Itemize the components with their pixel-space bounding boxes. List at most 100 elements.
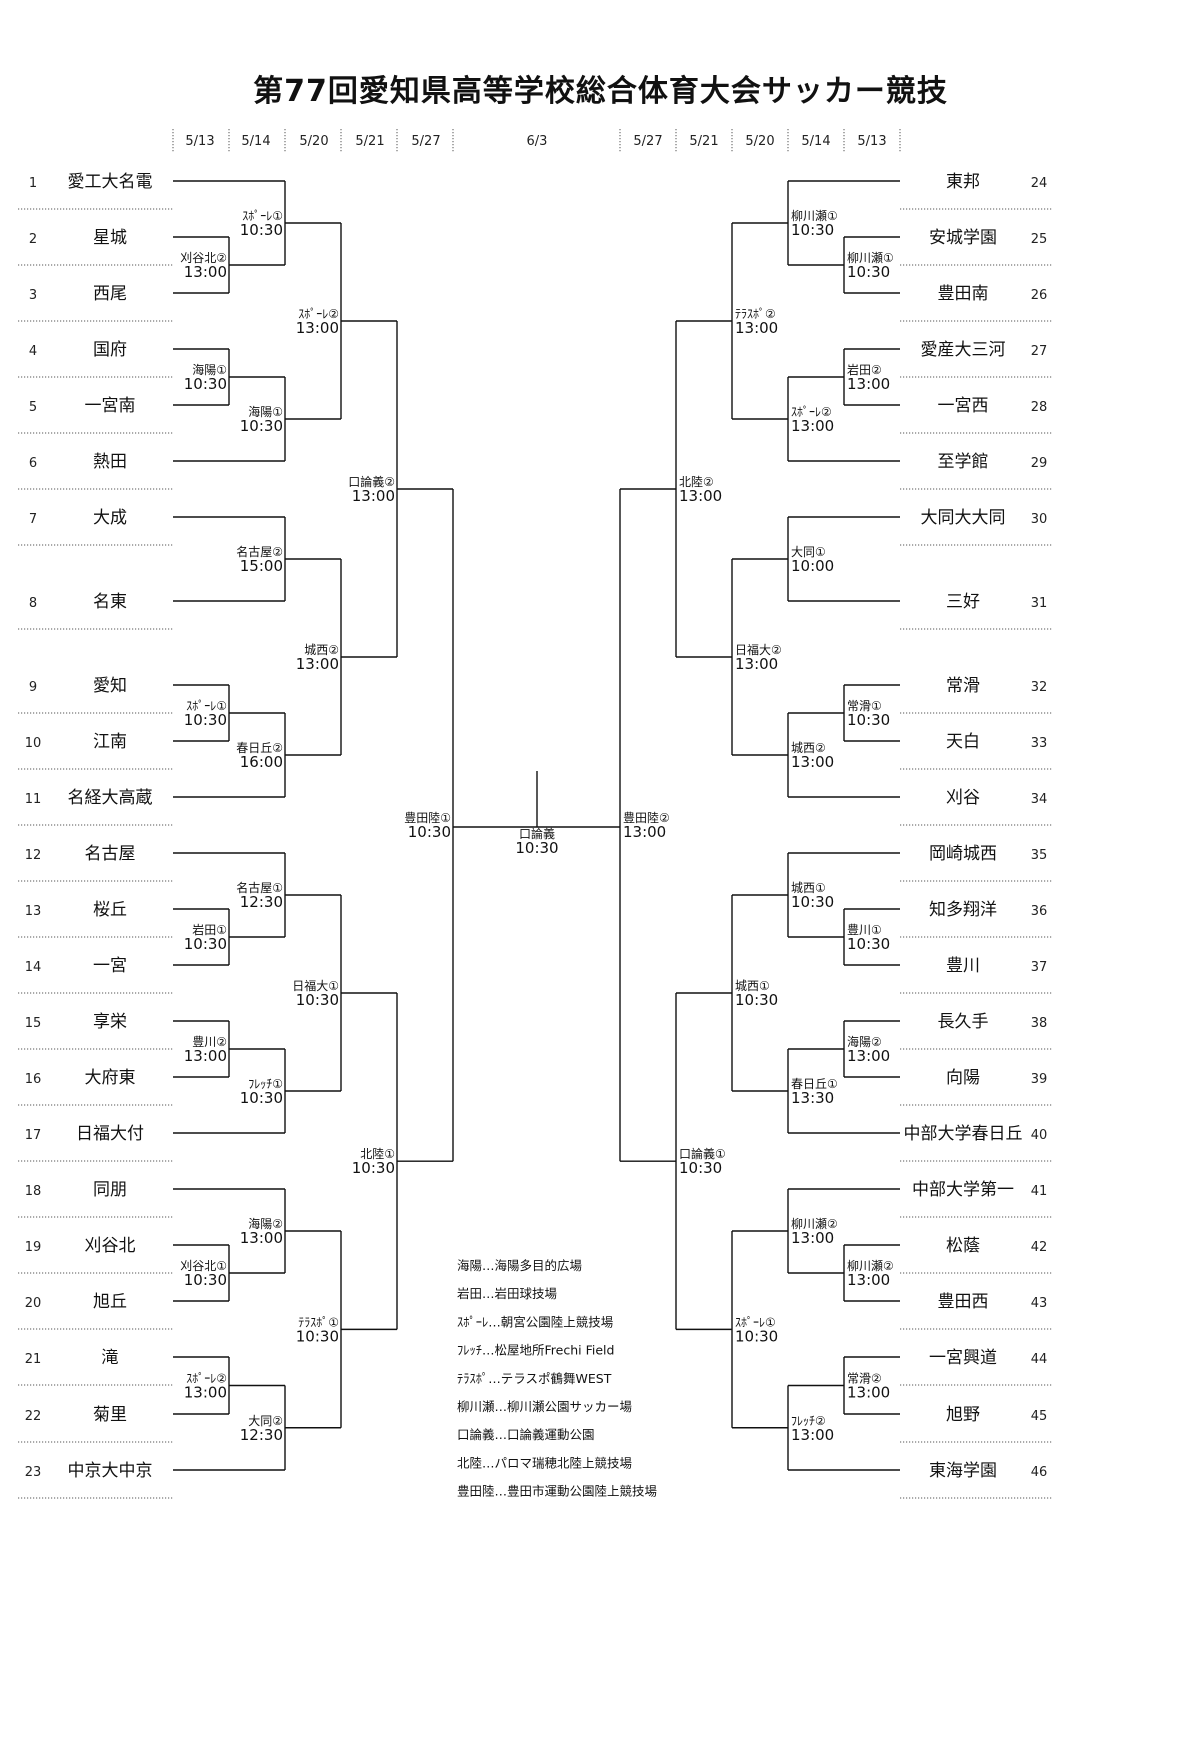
team-number: 36 xyxy=(1031,904,1048,919)
match-time: 10:30 xyxy=(679,1159,722,1177)
match-time: 16:00 xyxy=(240,753,283,771)
team-number: 44 xyxy=(1031,1352,1048,1367)
team-number: 7 xyxy=(29,512,37,527)
match-time: 13:00 xyxy=(791,1229,834,1247)
team-name: 三好 xyxy=(946,592,980,612)
team-name: 旭野 xyxy=(946,1405,980,1425)
date-label: 5/13 xyxy=(185,134,214,149)
match-time: 13:00 xyxy=(847,375,890,393)
team-number: 20 xyxy=(25,1296,42,1311)
team-name: 西尾 xyxy=(93,284,127,304)
team-number: 19 xyxy=(25,1240,42,1255)
match-venue: 柳川瀬② xyxy=(847,1259,894,1273)
match-time: 10:30 xyxy=(184,1271,227,1289)
match-time: 12:30 xyxy=(240,1426,283,1444)
match-time: 13:00 xyxy=(184,263,227,281)
team-number: 5 xyxy=(29,400,37,415)
team-number: 9 xyxy=(29,680,37,695)
team-name: 菊里 xyxy=(93,1405,127,1425)
date-label: 5/20 xyxy=(299,134,328,149)
match-time: 15:00 xyxy=(240,557,283,575)
match-venue: ｽﾎﾟｰﾚ② xyxy=(186,1372,227,1386)
match-venue: 海陽① xyxy=(192,362,227,377)
team-name: 豊田西 xyxy=(938,1292,989,1312)
team-number: 35 xyxy=(1031,848,1048,863)
match-venue: ｽﾎﾟｰﾚ① xyxy=(242,209,283,223)
team-name: 名経大高蔵 xyxy=(68,788,153,808)
match-time: 13:00 xyxy=(184,1384,227,1402)
match-time: 13:00 xyxy=(791,417,834,435)
match-venue: ｽﾎﾟｰﾚ① xyxy=(735,1315,776,1329)
team-number: 23 xyxy=(25,1465,42,1480)
team-number: 43 xyxy=(1031,1296,1048,1311)
team-name: 一宮西 xyxy=(938,396,989,416)
team-name: 常滑 xyxy=(946,676,980,696)
team-number: 28 xyxy=(1031,400,1048,415)
team-name: 愛産大三河 xyxy=(921,340,1006,360)
match-venue: 海陽② xyxy=(248,1216,283,1231)
match-venue: 刈谷北① xyxy=(180,1259,227,1273)
team-number: 27 xyxy=(1031,344,1048,359)
match-venue: 日福大② xyxy=(735,642,782,657)
match-venue: 岩田② xyxy=(847,362,882,377)
match-venue: 柳川瀬① xyxy=(847,251,894,265)
final-time: 10:30 xyxy=(515,839,558,857)
team-name: 一宮興道 xyxy=(929,1348,997,1368)
match-time: 13:00 xyxy=(847,1384,890,1402)
date-label: 5/27 xyxy=(633,134,662,149)
match-venue: 北陸① xyxy=(360,1147,395,1161)
match-venue: ﾃﾗｽﾎﾟ① xyxy=(298,1315,339,1329)
match-venue: 柳川瀬① xyxy=(791,209,838,223)
team-name: 江南 xyxy=(93,732,127,752)
match-time: 13:00 xyxy=(791,753,834,771)
team-number: 34 xyxy=(1031,792,1048,807)
team-name: 熱田 xyxy=(93,452,127,472)
team-number: 2 xyxy=(29,232,37,247)
match-time: 10:30 xyxy=(240,221,283,239)
team-name: 滝 xyxy=(102,1348,119,1368)
match-venue: ｽﾎﾟｰﾚ② xyxy=(791,405,832,419)
match-time: 10:30 xyxy=(296,1327,339,1345)
team-name: 一宮南 xyxy=(85,396,136,416)
date-label: 5/13 xyxy=(857,134,886,149)
team-name: 中部大学第一 xyxy=(912,1180,1014,1200)
match-venue: 岩田① xyxy=(192,922,227,937)
match-venue: 常滑② xyxy=(847,1372,882,1386)
match-time: 10:30 xyxy=(735,1327,778,1345)
page-title: 第77回愛知県高等学校総合体育大会サッカー競技 xyxy=(253,74,948,109)
match-venue: 海陽② xyxy=(847,1034,882,1049)
match-venue: 豊川① xyxy=(847,923,882,937)
team-name: 長久手 xyxy=(938,1012,989,1032)
match-venue: 海陽① xyxy=(248,404,283,419)
match-time: 10:30 xyxy=(791,221,834,239)
team-number: 14 xyxy=(25,960,42,975)
team-number: 16 xyxy=(25,1072,42,1087)
match-venue: 春日丘② xyxy=(236,741,283,755)
date-label: 5/21 xyxy=(355,134,384,149)
team-number: 41 xyxy=(1031,1184,1048,1199)
match-venue: 刈谷北② xyxy=(180,251,227,265)
team-name: 天白 xyxy=(946,732,980,752)
date-label: 5/14 xyxy=(801,134,830,149)
date-label: 5/20 xyxy=(745,134,774,149)
match-venue: 口論義① xyxy=(679,1146,726,1161)
team-number: 26 xyxy=(1031,288,1048,303)
team-number: 13 xyxy=(25,904,42,919)
match-venue: 常滑① xyxy=(847,699,882,713)
team-number: 30 xyxy=(1031,512,1048,527)
venue-legend-item: 岩田…岩田球技場 xyxy=(457,1286,557,1301)
match-venue: 大同① xyxy=(791,545,826,559)
team-number: 22 xyxy=(25,1409,42,1424)
team-number: 46 xyxy=(1031,1465,1048,1480)
match-time: 10:30 xyxy=(791,893,834,911)
team-number: 1 xyxy=(29,176,37,191)
team-name: 至学館 xyxy=(938,452,989,472)
match-time: 13:00 xyxy=(184,1047,227,1065)
match-venue: 春日丘① xyxy=(791,1077,838,1091)
match-time: 10:30 xyxy=(184,711,227,729)
team-number: 17 xyxy=(25,1128,42,1143)
match-time: 10:30 xyxy=(847,711,890,729)
match-venue: 城西① xyxy=(791,881,826,895)
final-venue: 口論義 xyxy=(519,826,555,841)
team-name: 松蔭 xyxy=(946,1236,980,1256)
